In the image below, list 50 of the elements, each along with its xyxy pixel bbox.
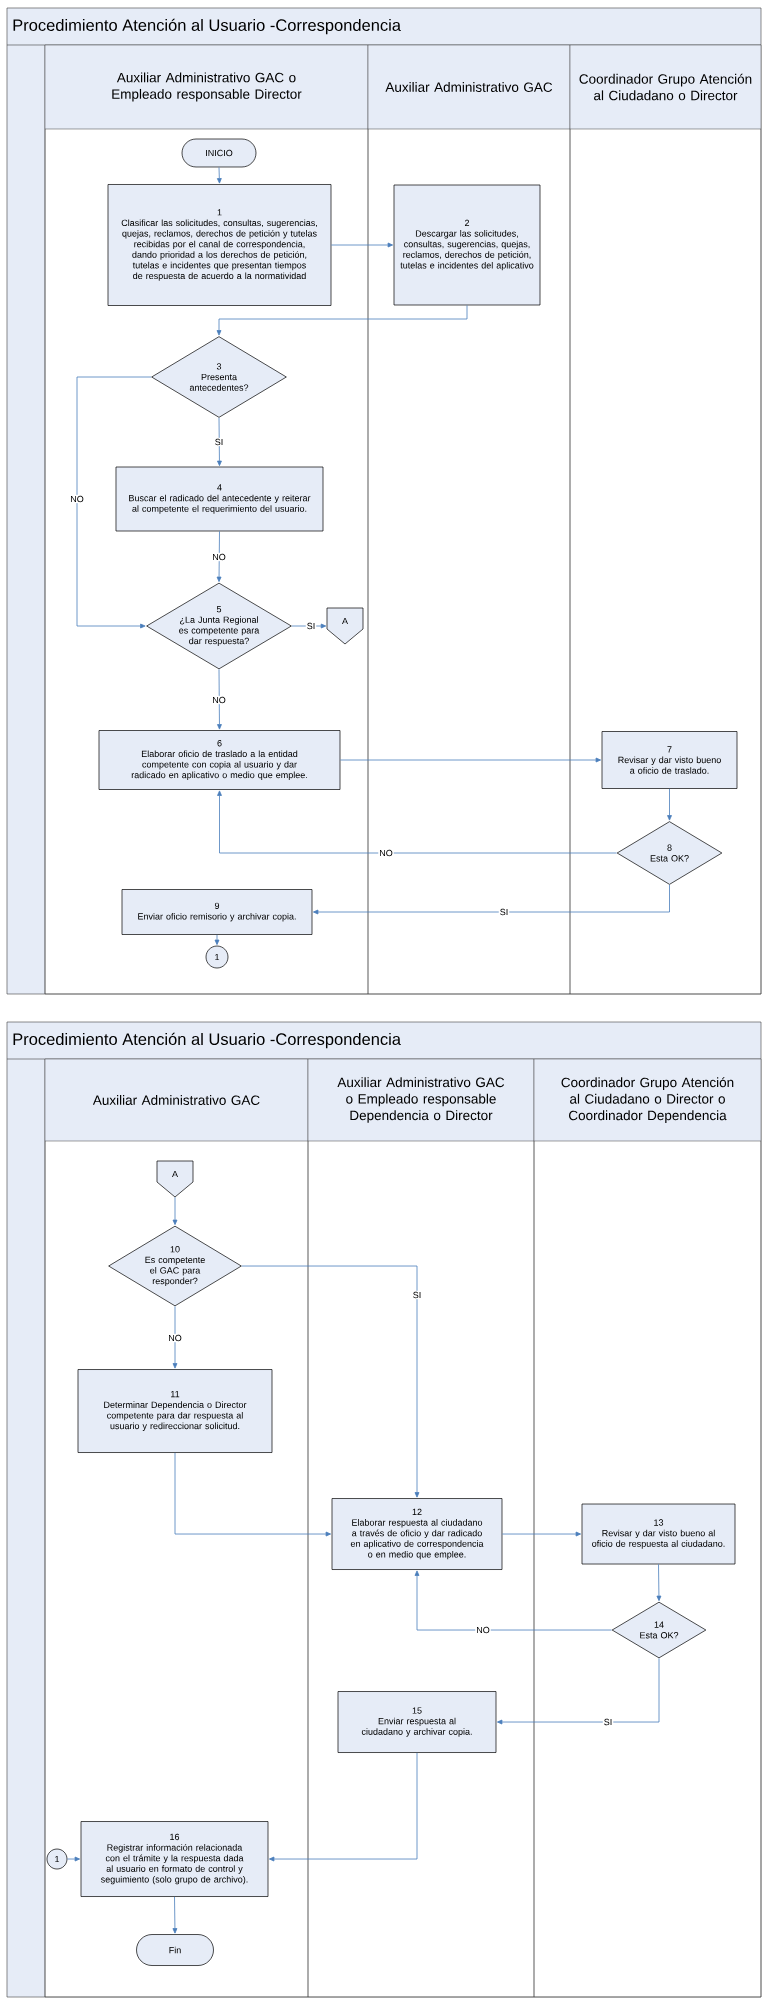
arrow (656, 1563, 662, 1602)
terminal: Fin (136, 1934, 214, 1966)
edge-label: SI (305, 621, 317, 631)
edge-label: SI (213, 437, 225, 447)
arrow (174, 1452, 331, 1537)
edge-label: NO (211, 695, 227, 705)
arrow (667, 788, 672, 821)
process-box: 1 Clasificar las solicitudes, consultas, sugerencias, quejas, reclamos, derechos de petición y tutelas recibidas por el canal de correspondencia, dando prioridad a los derechos de petición, tutelas e incidentes que presentan tiempos de respuesta de acuerdo a la normatividad (107, 184, 332, 306)
offpage-connector: A (156, 1160, 194, 1198)
arrow (414, 1570, 613, 1631)
process-box: 11 Determinar Dependencia o Director competente para dar respuesta al usuario y redireccionar solicitud. (77, 1369, 273, 1453)
offpage-connector: A (326, 607, 364, 645)
edge-label: SI (602, 1717, 614, 1727)
arrow (214, 934, 220, 945)
process-box: 12 Elaborar respuesta al ciudadano a través de oficio y dar radicado en aplicativo de correspondencia o en medio que emplee. (331, 1498, 503, 1570)
process-box: 7 Revisar y dar visto bueno a oficio de traslado. (601, 731, 738, 789)
arrow (76, 376, 152, 629)
process-box: 15 Enviar respuesta al ciudadano y archivar copia. (337, 1691, 497, 1753)
arrow (216, 304, 468, 336)
process-box: 2 Descargar las solicitudes, consultas, sugerencias, quejas, reclamos, derechos de petición, tutelas e incidentes del aplicativo (393, 184, 541, 306)
process-box: 4 Buscar el radicado del antecedente y reiterar al competente el requerimiento del usuario. (115, 466, 324, 532)
process-box: 6 Elaborar oficio de traslado a la entidad competente con copia al usuario y dar radicado en aplicativo o medio que emplee. (98, 730, 341, 790)
arrow (217, 790, 618, 854)
arrow (172, 1896, 178, 1934)
arrow (217, 668, 222, 730)
edge-label: NO (167, 1333, 183, 1343)
terminal: INICIO (181, 138, 257, 168)
arrow (269, 1752, 418, 1862)
arrow (216, 166, 222, 184)
edge-label: NO (378, 848, 394, 858)
edge-label: SI (411, 1290, 423, 1300)
arrow (172, 1305, 178, 1369)
arrow (172, 1196, 178, 1225)
edge-label: NO (211, 552, 227, 562)
arrow (330, 242, 393, 248)
edge-label: SI (498, 907, 510, 917)
process-box: 9 Enviar oficio remisorio y archivar copia. (121, 889, 313, 935)
process-box: 13 Revisar y dar visto bueno al oficio de respuesta al ciudadano. (581, 1503, 736, 1565)
arrow (501, 1531, 581, 1537)
arrow (339, 757, 601, 763)
arrow (241, 1265, 420, 1498)
edge-label: NO (69, 494, 85, 504)
arrow (291, 623, 327, 629)
arrow (217, 417, 222, 466)
arrow (66, 1856, 80, 1862)
edge-label: NO (475, 1625, 491, 1635)
arrow (216, 530, 222, 582)
process-box: 16 Registrar información relacionada con el trámite y la respuesta dada al usuario en formato de control y seguimiento (solo grupo de archivo). (80, 1821, 269, 1897)
arrow (497, 1657, 660, 1725)
arrow (313, 884, 670, 915)
